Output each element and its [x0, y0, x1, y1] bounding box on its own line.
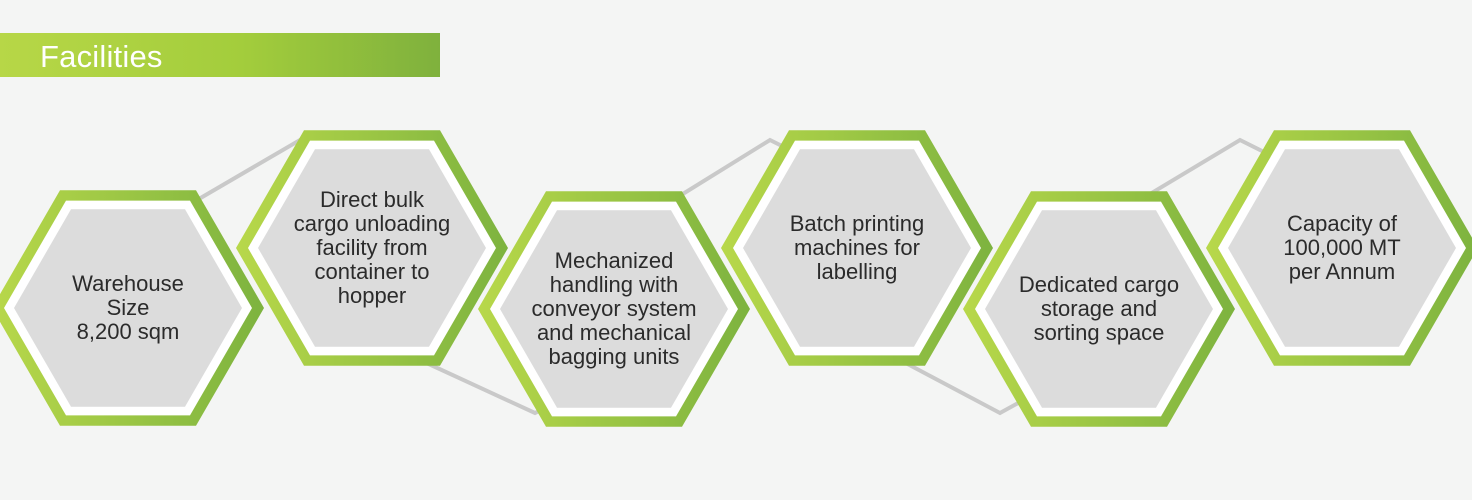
facility-hexagon — [963, 191, 1235, 427]
facility-hexagon — [1206, 130, 1472, 366]
section-title: Facilities — [40, 39, 163, 74]
facility-hexagon — [0, 190, 264, 426]
hexagon-inner-fill — [985, 210, 1213, 408]
facility-label-handling: Mechanized handling with conveyor system… — [531, 248, 697, 369]
facility-label-unloading: Direct bulk cargo unloading facility fro… — [293, 187, 451, 308]
facility-label-printing: Batch printing machines for labelling — [789, 211, 925, 284]
facility-label-capacity: Capacity of 100,000 MT per Annum — [1283, 211, 1401, 284]
hexagon-inner-fill — [14, 209, 242, 407]
hexagon-inner-fill — [1228, 149, 1456, 347]
hexagon-layer — [0, 130, 1472, 427]
facility-label-warehouse: Warehouse Size 8,200 sqm — [72, 271, 184, 344]
facility-label-storage: Dedicated cargo storage and sorting spac… — [1018, 272, 1180, 345]
facility-hexagon — [236, 130, 508, 366]
section-banner: Facilities — [0, 33, 440, 77]
facility-hexagon — [721, 130, 993, 366]
hexagon-inner-fill — [743, 149, 971, 347]
hexagon-inner-fill — [258, 149, 486, 347]
hexagon-inner-fill — [500, 210, 728, 408]
facility-hexagon — [478, 191, 750, 427]
